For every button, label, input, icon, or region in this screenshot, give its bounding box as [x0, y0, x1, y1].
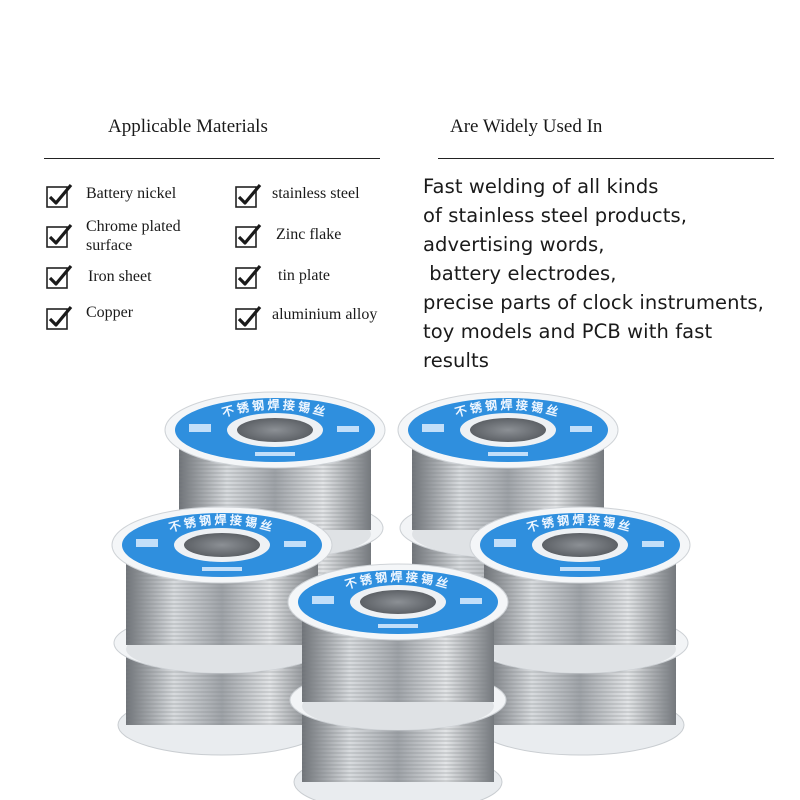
- uses-description: Fast welding of all kinds of stainless s…: [423, 175, 764, 372]
- spool-front: [287, 563, 509, 800]
- uses-divider: [438, 158, 774, 159]
- uses-heading: Are Widely Used In: [450, 116, 603, 137]
- checkbox-checked-icon: [46, 264, 73, 289]
- checkbox-checked-icon: [235, 223, 262, 248]
- checkbox-checked-icon: [235, 264, 262, 289]
- material-item: Iron sheet: [88, 268, 152, 285]
- material-item: Copper: [86, 304, 134, 321]
- material-item: Battery nickel: [86, 185, 177, 202]
- material-item: tin plate: [278, 267, 330, 284]
- material-item: Chrome plated surface: [86, 218, 181, 254]
- material-item: aluminium alloy: [272, 306, 378, 323]
- materials-divider: [44, 158, 380, 159]
- spool-mid-left: [111, 506, 333, 756]
- checkbox-checked-icon: [235, 305, 262, 330]
- material-item: stainless steel: [272, 185, 360, 202]
- checkbox-checked-icon: [46, 183, 73, 208]
- checkbox-checked-icon: [235, 183, 262, 208]
- materials-heading: Applicable Materials: [108, 116, 268, 137]
- checkbox-checked-icon: [46, 305, 73, 330]
- material-item: Zinc flake: [276, 226, 342, 243]
- spool-mid-right: [469, 506, 691, 756]
- checkbox-checked-icon: [46, 223, 73, 248]
